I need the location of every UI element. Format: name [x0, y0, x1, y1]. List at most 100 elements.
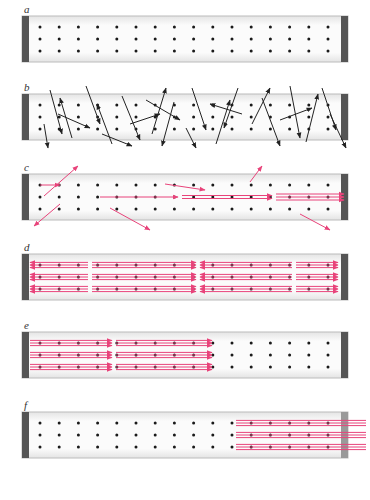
- photon-ray: [200, 262, 292, 263]
- photon-ray: [200, 267, 292, 268]
- atom-dot: [327, 354, 330, 357]
- photon-ray: [30, 352, 112, 353]
- atom-dot: [77, 50, 80, 53]
- atom-dot: [115, 184, 118, 187]
- spontaneous-ray: [322, 88, 336, 130]
- atom-dot: [77, 434, 80, 437]
- atom-dot: [77, 446, 80, 449]
- mirror: [341, 94, 348, 140]
- spontaneous-ray: [122, 96, 140, 140]
- atom-dot: [231, 128, 234, 131]
- mirror: [22, 412, 29, 458]
- photon-ray: [250, 166, 262, 182]
- atom-dot: [58, 104, 61, 107]
- atom-dot: [173, 38, 176, 41]
- atom-dot: [231, 342, 234, 345]
- atom-dot: [307, 366, 310, 369]
- spontaneous-ray: [330, 114, 346, 148]
- atom-dot: [250, 342, 253, 345]
- atom-dot: [135, 434, 138, 437]
- photon-ray: [40, 185, 60, 186]
- atom-dot: [231, 446, 234, 449]
- atom-dot: [192, 50, 195, 53]
- atom-dot: [250, 354, 253, 357]
- photon-ray: [116, 340, 212, 341]
- atom-dot: [77, 208, 80, 211]
- photon-ray: [92, 289, 196, 290]
- photon-ray: [92, 274, 196, 275]
- atom-dot: [192, 184, 195, 187]
- photon-ray: [110, 208, 150, 230]
- atom-dot: [39, 104, 42, 107]
- atom-dot: [135, 446, 138, 449]
- photon-ray: [296, 262, 338, 263]
- atom-dot: [288, 26, 291, 29]
- photon-ray: [296, 291, 338, 292]
- atom-dot: [269, 26, 272, 29]
- atom-dot: [135, 38, 138, 41]
- spontaneous-ray: [186, 128, 196, 148]
- spontaneous-ray: [102, 134, 132, 146]
- atom-dot: [154, 434, 157, 437]
- atom-dot: [115, 128, 118, 131]
- atom-dot: [58, 26, 61, 29]
- photon-ray: [92, 267, 196, 268]
- photon-ray: [236, 449, 366, 450]
- atom-dot: [269, 354, 272, 357]
- atom-dot: [269, 366, 272, 369]
- atom-dot: [154, 208, 157, 211]
- atom-dot: [115, 434, 118, 437]
- atom-dot: [192, 116, 195, 119]
- atom-dot: [192, 446, 195, 449]
- atom-dot: [115, 446, 118, 449]
- photon-ray: [92, 279, 196, 280]
- photon-ray: [30, 291, 88, 292]
- photon-ray: [116, 357, 212, 358]
- photon-ray: [30, 279, 88, 280]
- atom-dot: [135, 208, 138, 211]
- atom-dot: [173, 434, 176, 437]
- atom-dot: [135, 422, 138, 425]
- photon-ray: [236, 437, 366, 438]
- atom-dot: [231, 26, 234, 29]
- spontaneous-ray: [162, 102, 174, 146]
- spontaneous-ray: [97, 104, 112, 144]
- atom-dot: [231, 354, 234, 357]
- atom-dot: [58, 422, 61, 425]
- photon-ray: [30, 364, 112, 365]
- atom-dot: [192, 104, 195, 107]
- atom-dot: [211, 38, 214, 41]
- panel-letter: c: [24, 161, 29, 173]
- atom-dot: [115, 38, 118, 41]
- atom-dot: [58, 38, 61, 41]
- photon-ray: [92, 291, 196, 292]
- atom-dot: [231, 50, 234, 53]
- atom-dot: [327, 38, 330, 41]
- spontaneous-ray: [280, 108, 312, 120]
- photon-ray: [276, 194, 344, 195]
- photon-ray: [30, 367, 112, 368]
- photon-ray: [182, 195, 272, 196]
- laser-rod: [22, 254, 348, 300]
- atom-dot: [115, 26, 118, 29]
- atom-dot: [77, 104, 80, 107]
- panel-letter: a: [24, 3, 30, 15]
- photon-ray: [276, 197, 344, 198]
- photon-ray: [236, 420, 366, 421]
- mirror: [22, 94, 29, 140]
- spontaneous-ray: [252, 88, 270, 124]
- photon-ray: [236, 423, 366, 424]
- spontaneous-ray: [224, 88, 238, 128]
- photon-ray: [30, 262, 88, 263]
- rod-body: [22, 254, 348, 300]
- photon-ray: [200, 265, 292, 266]
- atom-dot: [96, 422, 99, 425]
- atom-dot: [39, 38, 42, 41]
- atom-dot: [39, 208, 42, 211]
- atom-dot: [269, 208, 272, 211]
- photon-ray: [100, 197, 178, 198]
- atom-dot: [77, 422, 80, 425]
- mirror: [341, 332, 348, 378]
- spontaneous-ray: [130, 114, 160, 124]
